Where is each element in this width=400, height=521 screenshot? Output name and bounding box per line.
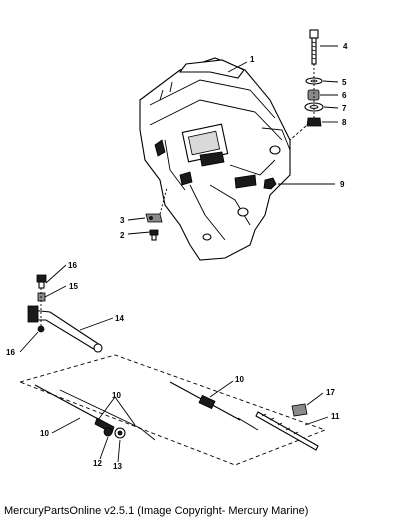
callout-11: 11 [331, 412, 340, 421]
bushing-part-17 [291, 403, 308, 417]
leader-12 [99, 436, 109, 460]
leader-3 [127, 217, 146, 221]
callout-10-left: 10 [40, 429, 49, 438]
leader-2 [127, 231, 151, 235]
assembly-line-3 [159, 187, 168, 215]
leader-16-bottom [19, 331, 39, 353]
leader-7 [323, 106, 339, 109]
washer-part-7 [304, 102, 324, 112]
callout-12: 12 [93, 459, 102, 468]
lever-part-14 [27, 305, 103, 353]
leader-10-right [209, 380, 234, 398]
leader-10-left [51, 417, 81, 434]
nut-part-9 [263, 177, 277, 190]
bolt-part-16-top [36, 274, 47, 289]
leader-16-top [45, 264, 67, 284]
leader-11 [304, 416, 329, 426]
callout-13: 13 [113, 462, 122, 471]
bushing-part-6 [307, 89, 320, 101]
copyright-caption: MercuryPartsOnline v2.5.1 (Image Copyrig… [4, 505, 309, 517]
callout-9: 9 [340, 180, 345, 189]
kit-outline [18, 354, 327, 466]
callout-7: 7 [342, 104, 347, 113]
callout-1: 1 [250, 55, 255, 64]
screw-part-2 [149, 229, 159, 241]
assembly-line-nut [289, 125, 307, 141]
callout-8: 8 [342, 118, 347, 127]
callout-5: 5 [342, 78, 347, 87]
bolt-part-4 [309, 29, 319, 65]
nut-part-12 [103, 427, 113, 437]
pin-part-15 [37, 292, 46, 302]
washer-part-13 [114, 427, 126, 439]
leader-14 [79, 317, 114, 331]
rod-part-11 [255, 411, 319, 451]
nut-part-8 [306, 117, 322, 127]
bracket-assembly [139, 57, 291, 261]
callout-10-right: 10 [235, 375, 244, 384]
leader-13 [117, 439, 121, 463]
cable-part-10-left [34, 384, 156, 441]
leader-15 [44, 285, 67, 298]
callout-15: 15 [69, 282, 78, 291]
callout-4: 4 [343, 42, 348, 51]
callout-10-fork: 10 [112, 391, 121, 400]
callout-2: 2 [120, 231, 125, 240]
callout-6: 6 [342, 91, 347, 100]
callout-14: 14 [115, 314, 124, 323]
leader-1 [227, 61, 248, 73]
bracket-part-3 [145, 213, 163, 223]
cable-part-10-right [169, 381, 259, 431]
leader-10-fork [97, 396, 136, 426]
callout-17: 17 [326, 388, 335, 397]
callout-16-top: 16 [68, 261, 77, 270]
callout-3: 3 [120, 216, 125, 225]
callout-16-bottom: 16 [6, 348, 15, 357]
leader-5 [322, 80, 339, 83]
leader-17 [306, 392, 324, 406]
